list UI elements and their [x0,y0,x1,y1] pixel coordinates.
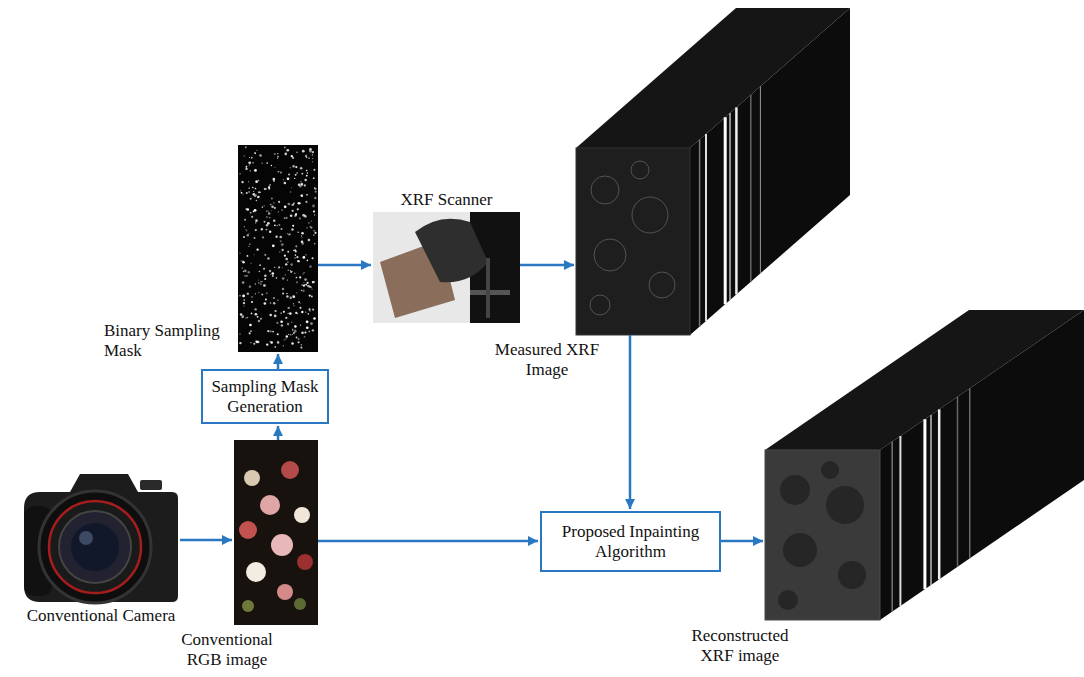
painting-photo [234,440,318,625]
data-cube-node: Reconstructed XRF image [765,450,880,620]
image-label: XRF Scanner [371,190,522,210]
sampling-mask-image [238,145,318,352]
image-label: Conventional RGB image [168,630,286,669]
process-box: Sampling Mask Generation [201,369,329,424]
image-label: Conventional Camera [6,606,196,626]
image-label: Reconstructed XRF image [678,626,802,665]
camera-illustration [24,474,178,603]
image-label: Binary Sampling Mask [104,321,234,360]
flow-arrow [629,335,632,509]
mask-image-node: Binary Sampling Mask [238,145,318,352]
box-label: Proposed Inpainting Algorithm [548,522,713,561]
process-box: Proposed Inpainting Algorithm [540,511,721,572]
scanner-photo [373,212,520,323]
flow-arrow [318,264,371,267]
measured-data-cube [576,8,850,335]
reconstructed-data-cube [765,310,1084,620]
flow-arrow [318,540,538,543]
flow-arrow [277,426,280,440]
flow-arrow [180,539,232,542]
data-cube-node: Measured XRF Image [576,148,690,335]
flow-arrow [520,264,574,267]
box-label: Sampling Mask Generation [209,377,321,416]
image-label: Measured XRF Image [488,340,606,379]
flow-arrow [277,354,280,369]
rgb-image-node: Conventional RGB image [234,440,318,625]
flow-arrow [721,540,763,543]
camera-node: Conventional Camera [22,470,180,602]
scanner-node: XRF Scanner [373,212,520,323]
